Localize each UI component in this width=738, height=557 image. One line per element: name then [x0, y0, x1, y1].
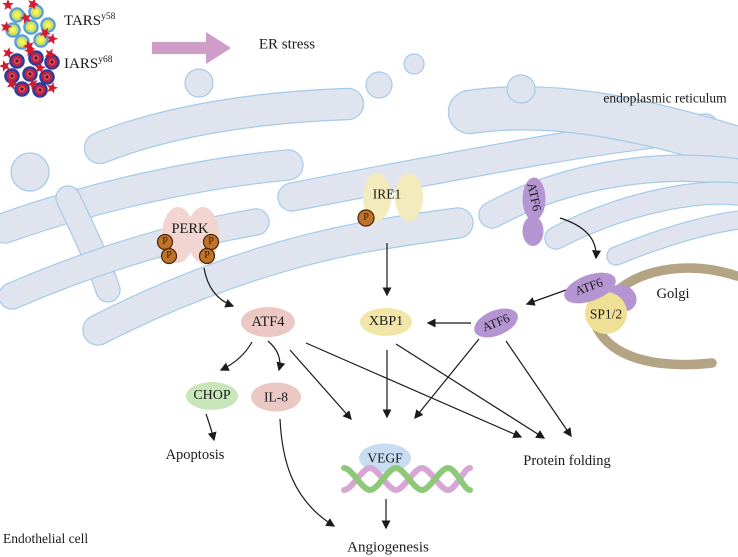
- iars-base-text: IARS: [64, 56, 99, 72]
- atf4-label: ATF4: [251, 313, 285, 330]
- arrow-atf6-golgi: [559, 217, 602, 260]
- er-stress-big-arrow-icon: [152, 32, 231, 64]
- arrow-atf6-proteinfolding: [505, 340, 572, 438]
- arrow-golgi-atf6cleaved: [525, 289, 567, 306]
- er-vesicle: [184, 68, 214, 98]
- chop-label: CHOP: [193, 388, 231, 403]
- protein-folding-label: Protein folding: [523, 452, 611, 469]
- perk-label: PERK: [171, 220, 209, 237]
- arrow-chop-apoptosis: [205, 413, 217, 442]
- atf6-cleaved-shape: [474, 308, 518, 338]
- endothelial-cell-label: Endothelial cell: [3, 531, 89, 546]
- sp12-label: SP1/2: [589, 306, 623, 322]
- perk-shape: [156, 207, 220, 265]
- arrow-perk-atf4: [203, 267, 235, 308]
- il8-shape: [251, 382, 301, 412]
- chop-shape: [186, 382, 238, 410]
- er-membrane-shapes: [5, 53, 738, 330]
- iars-superscript: y68: [98, 55, 113, 65]
- phosphate-label: P: [204, 250, 210, 261]
- atf6-membrane-shape: [522, 177, 546, 246]
- tars-cluster-icon: [0, 0, 59, 53]
- endoplasmic-reticulum-label: endoplasmic reticulum: [603, 90, 727, 106]
- pathway-arrows: [203, 217, 602, 530]
- phosphate-label: P: [363, 212, 369, 223]
- tars-superscript: y58: [101, 12, 116, 22]
- arrow-atf6-vegf: [414, 338, 480, 420]
- atf4-shape: [241, 307, 295, 337]
- er-vesicle: [403, 53, 425, 75]
- ire1-shape: [357, 173, 423, 227]
- angiogenesis-label: Angiogenesis: [347, 539, 429, 556]
- er-stress-label: ER stress: [258, 36, 316, 53]
- golgi-label: Golgi: [656, 285, 690, 302]
- sp12-shape: [585, 292, 627, 334]
- phosphate-label: P: [166, 250, 172, 261]
- apoptosis-label: Apoptosis: [165, 446, 225, 463]
- phosphate-label: P: [162, 236, 168, 247]
- phosphate-circle: [357, 209, 375, 227]
- iars-label: IARSy68: [64, 55, 113, 72]
- arrow-atf4-chop: [219, 341, 253, 371]
- xbp1-label: XBP1: [368, 314, 404, 329]
- xbp1-shape: [360, 308, 412, 336]
- golgi-atf6-sp12-complex: [564, 272, 637, 334]
- golgi-apparatus-shape: [592, 263, 738, 370]
- il8-label: IL-8: [264, 389, 288, 405]
- arrow-atf4-vegf: [289, 349, 352, 421]
- vegf-shape: [359, 443, 411, 473]
- arrow-atf4-proteinfolding: [305, 342, 523, 439]
- tars-base-text: TARS: [64, 13, 102, 29]
- er-vesicle: [365, 71, 393, 99]
- ire1-label: IRE1: [372, 186, 402, 202]
- arrow-xbp1-proteinfolding: [395, 343, 546, 439]
- atf6-golgi-shape: [564, 272, 616, 304]
- phosphate-circle: [160, 247, 178, 265]
- dna-helix-icon: [341, 464, 473, 494]
- er-vesicle: [10, 152, 50, 192]
- phosphate-circle: [198, 247, 216, 265]
- arrow-atf4-il8: [267, 340, 286, 372]
- phosphate-label: P: [208, 236, 214, 247]
- er-vesicle: [506, 74, 536, 104]
- iars-cluster-icon: [0, 44, 60, 98]
- arrow-il8-angiogenesis: [279, 418, 336, 527]
- tars-label: TARSy58: [64, 12, 116, 29]
- vegf-label: VEGF: [367, 450, 403, 466]
